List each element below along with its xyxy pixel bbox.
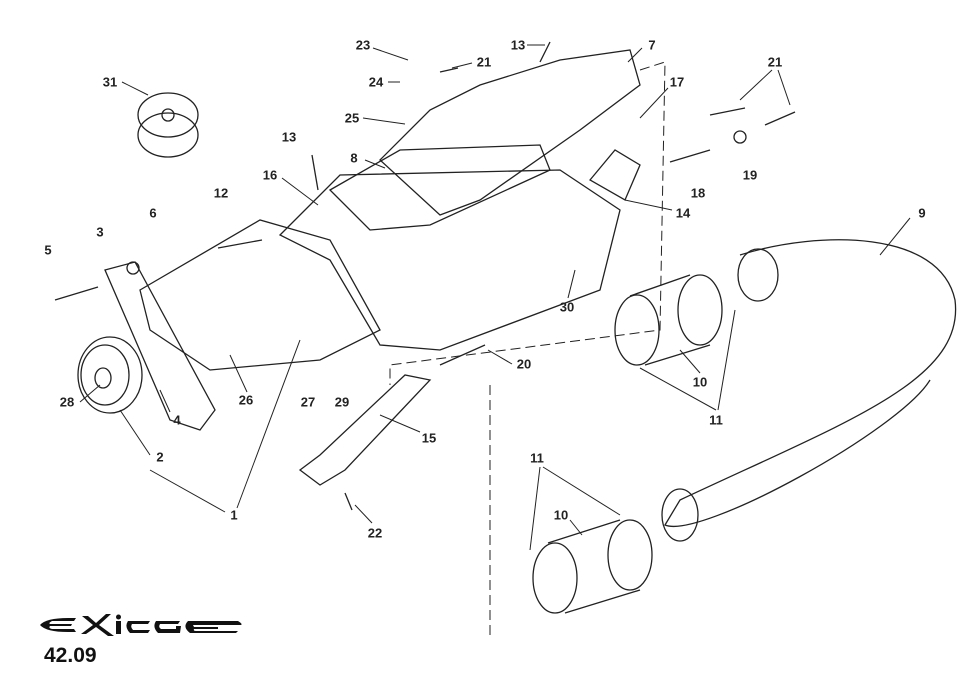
callout-16: 16: [262, 167, 278, 183]
callout-13: 13: [510, 37, 526, 53]
callout-26: 26: [238, 392, 254, 408]
callout-9: 9: [918, 205, 926, 221]
callout-7: 7: [648, 37, 656, 53]
callout-13b: 13: [281, 129, 297, 145]
bolts: [54, 41, 796, 511]
callout-12: 12: [213, 185, 229, 201]
callout-3: 3: [96, 224, 104, 240]
callout-21b: 21: [767, 54, 783, 70]
hose-10-upper: [614, 274, 723, 366]
callout-10b: 10: [553, 507, 569, 523]
callout-10: 10: [692, 374, 708, 390]
page-number: 42.09: [44, 644, 97, 667]
bracket-3: [104, 261, 216, 431]
callout-27: 27: [300, 394, 316, 410]
coupling-31: [137, 92, 199, 158]
hose-10-lower: [532, 519, 653, 614]
callout-4: 4: [173, 412, 181, 428]
callout-28: 28: [59, 394, 75, 410]
callout-23: 23: [355, 37, 371, 53]
callout-11b: 11: [530, 450, 544, 466]
callout-19: 19: [742, 167, 758, 183]
exige-logo: [40, 614, 242, 636]
callout-2: 2: [156, 449, 164, 465]
callout-5: 5: [44, 242, 52, 258]
callout-30: 30: [559, 299, 575, 315]
callout-29: 29: [334, 394, 350, 410]
callout-20: 20: [516, 356, 532, 372]
callout-25: 25: [344, 110, 360, 126]
callout-14: 14: [675, 205, 691, 221]
dashed-guides: [389, 61, 666, 640]
supercharger-body: [139, 49, 641, 371]
callout-15: 15: [421, 430, 437, 446]
callout-31: 31: [102, 74, 118, 90]
callout-1: 1: [230, 507, 238, 523]
callout-18: 18: [690, 185, 706, 201]
pulley: [77, 336, 143, 414]
callout-22: 22: [367, 525, 383, 541]
callout-11: 11: [709, 412, 723, 428]
callout-8: 8: [350, 150, 358, 166]
stay-rod-15: [298, 374, 432, 486]
hose-9: [661, 239, 957, 542]
callout-17: 17: [669, 74, 685, 90]
callout-21: 21: [476, 54, 492, 70]
callout-24: 24: [368, 74, 384, 90]
callout-6: 6: [149, 205, 157, 221]
leader-lines: [79, 44, 911, 551]
